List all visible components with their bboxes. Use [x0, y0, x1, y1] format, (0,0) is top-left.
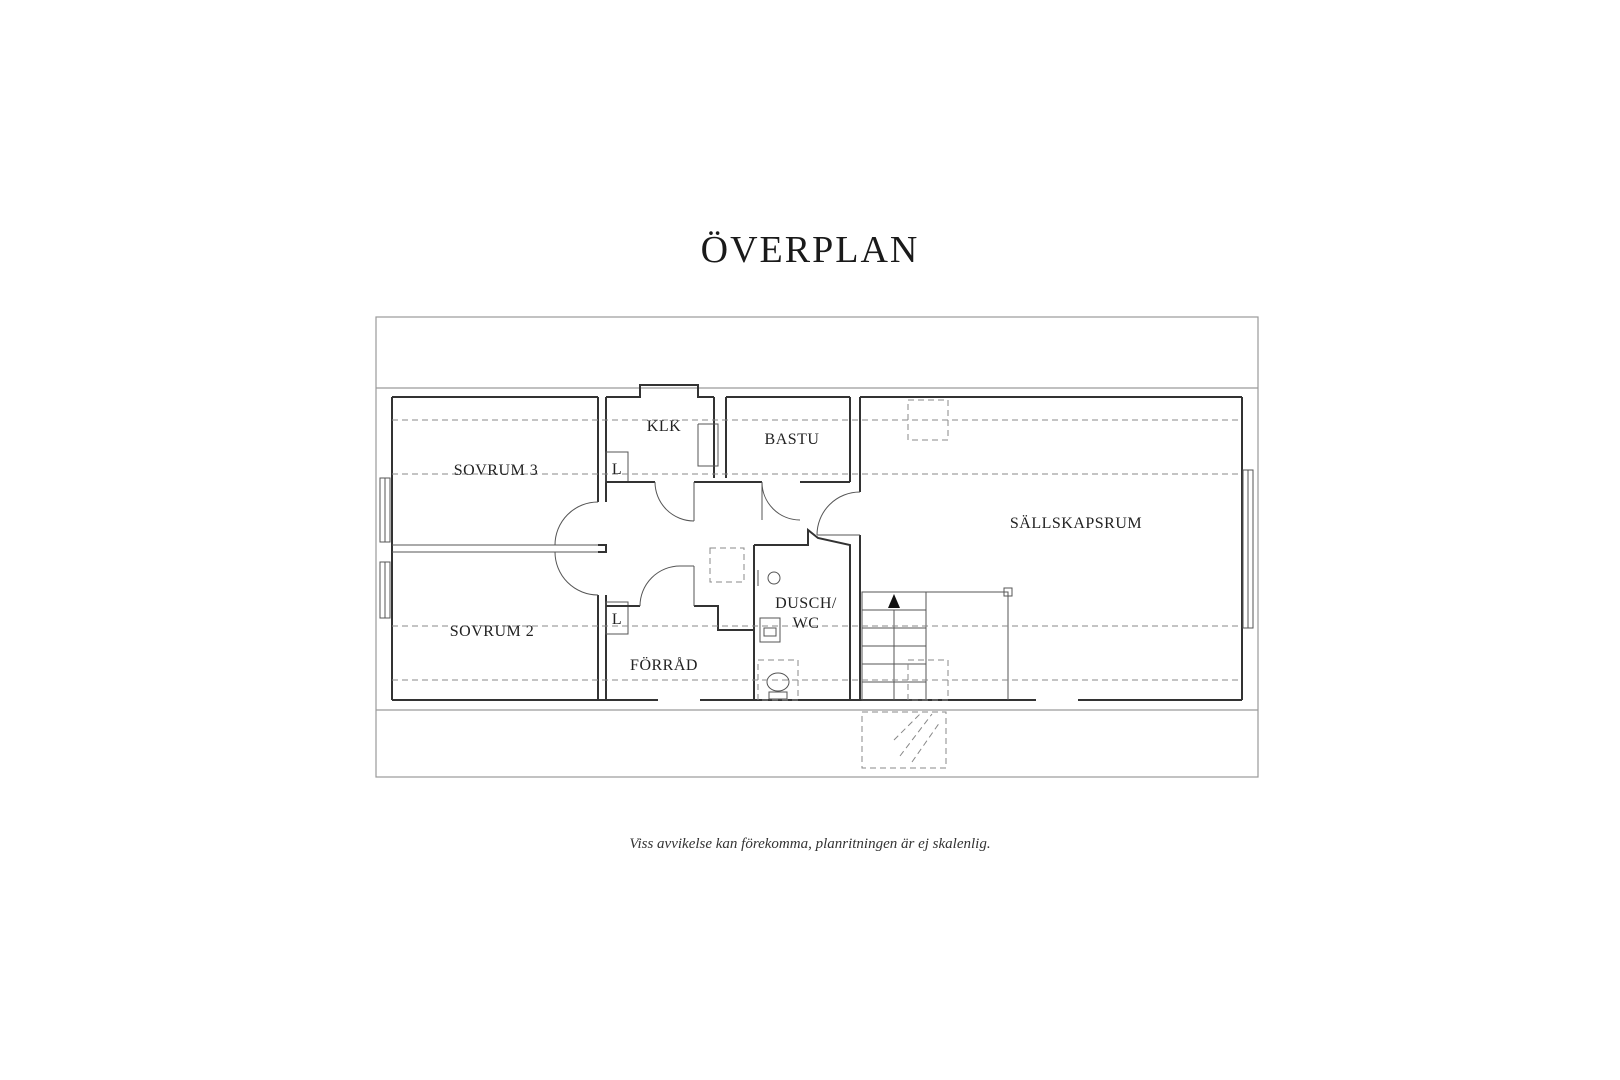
staircase — [861, 587, 1013, 769]
bathroom-fixtures — [709, 547, 799, 701]
linen-closet-label-upper: L — [612, 461, 622, 478]
room-label-bastu: BASTU — [765, 431, 820, 448]
exterior-walls — [391, 384, 1243, 701]
room-label-sovrum-2: SOVRUM 2 — [450, 623, 534, 640]
skylight — [907, 399, 949, 441]
room-label-forrad: FÖRRÅD — [630, 656, 698, 674]
plan-title: ÖVERPLAN — [700, 229, 920, 271]
scale-disclaimer: Viss avvikelse kan förekomma, planritnin… — [629, 836, 991, 852]
room-label-dusch: DUSCH/ — [775, 595, 837, 612]
roof-outline — [375, 316, 1259, 778]
room-label-wc: WC — [793, 615, 820, 632]
room-label-klk: KLK — [647, 418, 681, 435]
door-swings — [554, 481, 861, 607]
room-label-sallskapsrum: SÄLLSKAPSRUM — [1010, 514, 1142, 532]
linen-closet-label-lower: L — [612, 611, 622, 628]
room-label-sovrum-3: SOVRUM 3 — [454, 462, 538, 479]
ceiling-height-lines — [392, 419, 1242, 681]
windows — [379, 469, 1254, 629]
